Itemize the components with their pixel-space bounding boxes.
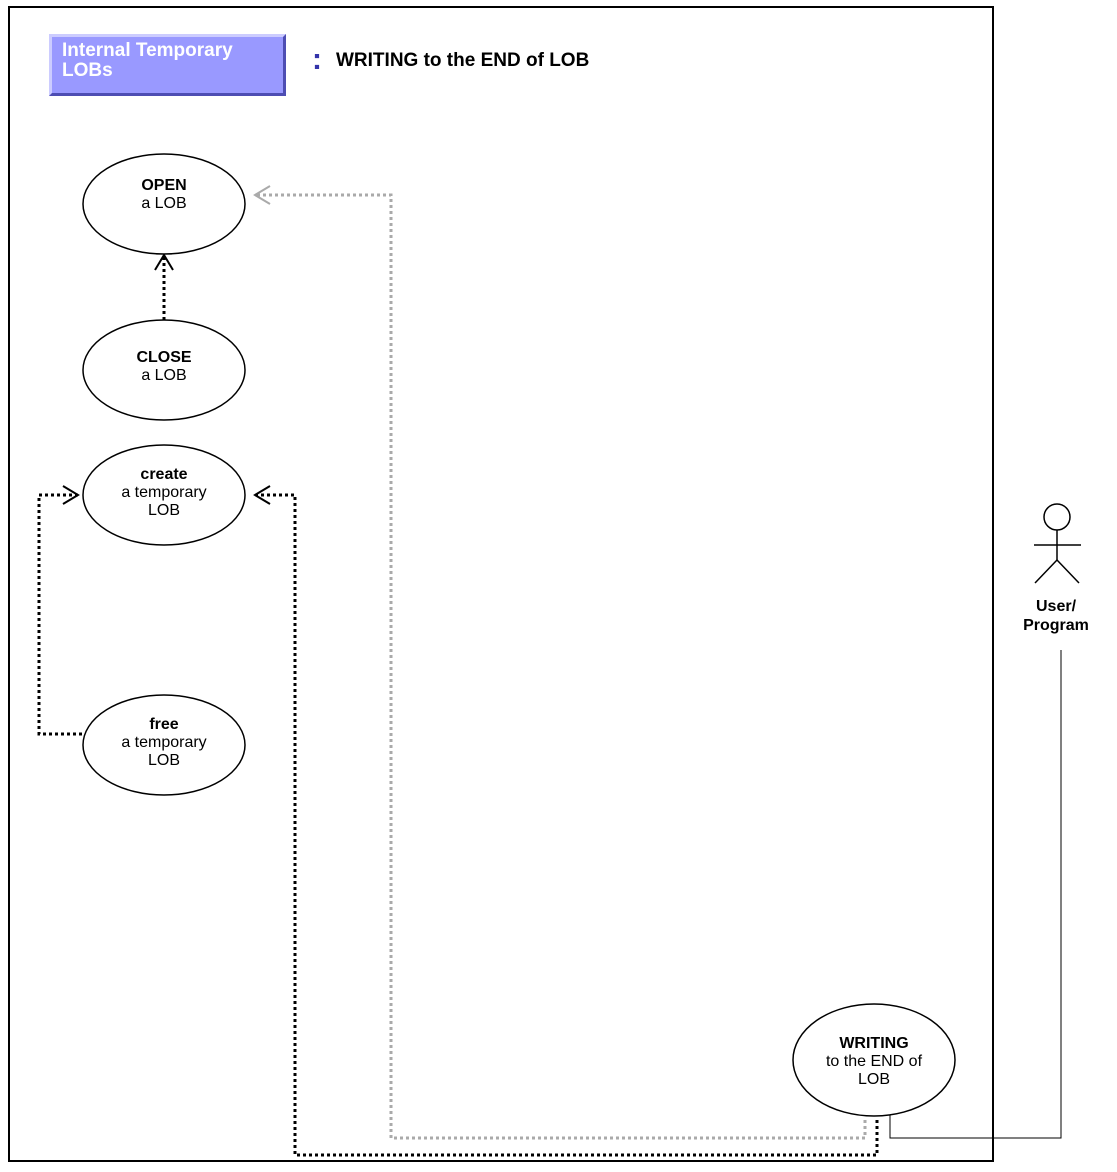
dependency-write-to-create — [253, 485, 879, 1157]
use-case-create-label: create a temporary LOB — [84, 466, 244, 520]
title-separator: : — [312, 43, 322, 76]
use-case-free — [82, 694, 246, 796]
use-case-open-label: OPEN a LOB — [84, 177, 244, 213]
use-case-write-label: WRITING to the END of LOB — [794, 1035, 954, 1089]
use-case-write — [792, 1003, 956, 1117]
use-case-text: to the END of LOB — [825, 1053, 923, 1088]
actor-label: User/ Program — [1023, 598, 1089, 634]
use-case-keyword: free — [149, 716, 179, 733]
use-case-keyword: CLOSE — [136, 349, 192, 366]
dependency-free-to-create — [37, 485, 82, 736]
category-badge-label: Internal Temporary LOBs — [62, 40, 233, 81]
dependency-close-to-open — [154, 253, 174, 320]
use-case-keyword: create — [140, 466, 188, 483]
use-case-create — [82, 444, 246, 546]
stick-figure-icon — [1034, 503, 1081, 584]
use-case-keyword: WRITING — [839, 1035, 909, 1052]
diagram-title: WRITING to the END of LOB — [336, 50, 590, 71]
use-case-open — [82, 153, 246, 255]
use-case-text: a temporary LOB — [121, 734, 207, 769]
association-actor-to-write — [889, 650, 1062, 1139]
use-case-text: a LOB — [141, 367, 187, 384]
use-case-keyword: OPEN — [141, 177, 187, 194]
use-case-close — [82, 319, 246, 421]
use-case-text: a temporary LOB — [121, 484, 207, 519]
use-case-free-label: free a temporary LOB — [84, 716, 244, 770]
use-case-close-label: CLOSE a LOB — [84, 349, 244, 385]
dependency-write-to-open — [253, 185, 867, 1140]
category-badge: Internal Temporary LOBs — [49, 34, 286, 96]
diagram-frame — [8, 6, 994, 1162]
use-case-text: a LOB — [141, 195, 187, 212]
